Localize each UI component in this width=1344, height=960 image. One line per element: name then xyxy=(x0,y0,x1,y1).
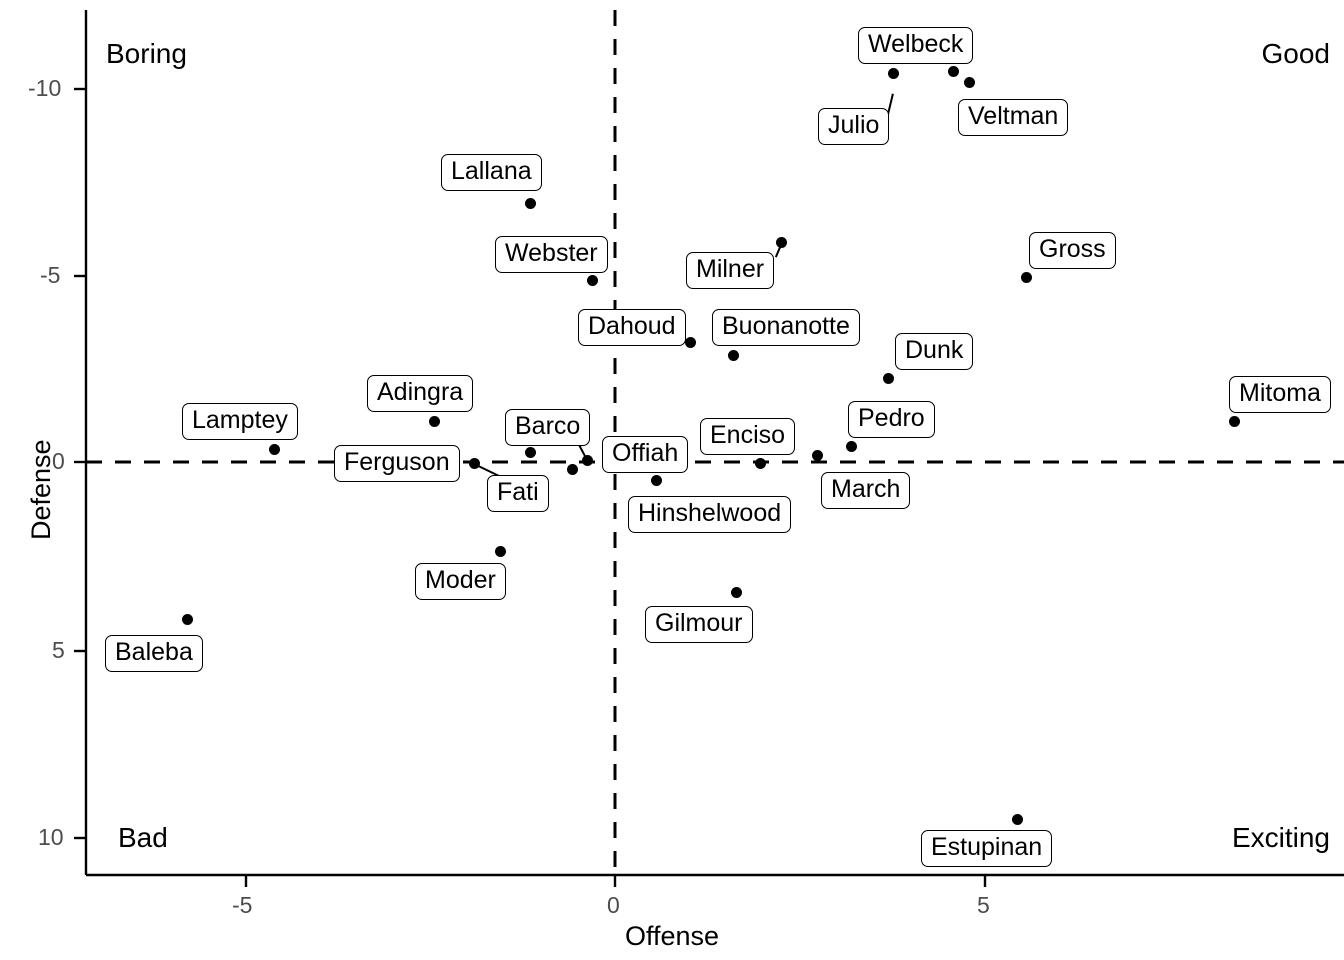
y-tick-label: 10 xyxy=(38,824,64,850)
point-label[interactable]: Gross xyxy=(1029,232,1116,269)
data-point[interactable] xyxy=(845,441,857,453)
y-tick-label: -5 xyxy=(40,262,61,288)
quadrant-label-bad: Bad xyxy=(118,822,168,853)
data-point[interactable] xyxy=(182,613,194,625)
point-label[interactable]: Enciso xyxy=(700,418,796,455)
point-label[interactable]: Milner xyxy=(686,252,775,289)
point-label[interactable]: Lallana xyxy=(441,154,542,191)
point-label[interactable]: Adingra xyxy=(367,375,474,412)
data-point[interactable] xyxy=(947,66,959,78)
data-point[interactable] xyxy=(964,77,976,89)
x-tick-label: 0 xyxy=(607,892,620,918)
point-label[interactable]: Veltman xyxy=(958,99,1069,136)
x-tick-label: 5 xyxy=(977,892,990,918)
point-label[interactable]: Buonanotte xyxy=(712,309,860,346)
data-point[interactable] xyxy=(887,67,899,79)
x-axis-title: Offense xyxy=(624,921,720,951)
point-label[interactable]: Gilmour xyxy=(645,606,753,643)
point-label[interactable]: Baleba xyxy=(105,635,203,672)
data-point[interactable] xyxy=(1011,813,1023,825)
y-tick-label: 0 xyxy=(52,448,65,474)
x-axis-ticks xyxy=(244,875,987,887)
point-label[interactable]: Estupinan xyxy=(921,830,1053,867)
data-point[interactable] xyxy=(812,450,824,462)
y-tick-label: 5 xyxy=(52,637,65,663)
point-label[interactable]: Welbeck xyxy=(858,27,974,64)
data-point[interactable] xyxy=(495,546,507,558)
data-point[interactable] xyxy=(269,443,281,455)
point-label[interactable]: Moder xyxy=(415,563,506,600)
point-label[interactable]: Pedro xyxy=(848,401,935,438)
data-point[interactable] xyxy=(566,463,578,475)
data-point[interactable] xyxy=(587,274,599,286)
point-label[interactable]: Webster xyxy=(495,236,608,273)
data-point[interactable] xyxy=(730,586,742,598)
data-point[interactable] xyxy=(650,475,662,487)
point-label[interactable]: Barco xyxy=(505,409,591,446)
y-tick-label: -10 xyxy=(28,75,62,101)
point-label[interactable]: March xyxy=(821,472,911,509)
data-point[interactable] xyxy=(1020,271,1032,283)
point-label[interactable]: Dahoud xyxy=(578,309,686,346)
point-label[interactable]: Offiah xyxy=(602,436,689,473)
point-label[interactable]: Fati xyxy=(487,475,549,512)
point-label[interactable]: Lamptey xyxy=(182,403,298,440)
data-point[interactable] xyxy=(582,455,594,467)
data-point[interactable] xyxy=(754,458,766,470)
point-label[interactable]: Julio xyxy=(818,108,890,145)
point-label[interactable]: Ferguson xyxy=(334,445,460,482)
data-point[interactable] xyxy=(1228,415,1240,427)
data-point[interactable] xyxy=(727,349,739,361)
data-point[interactable] xyxy=(429,416,441,428)
point-label[interactable]: Mitoma xyxy=(1229,376,1331,413)
data-point[interactable] xyxy=(776,236,788,248)
data-point[interactable] xyxy=(525,197,537,209)
quadrant-label-good: Good xyxy=(1261,38,1331,69)
x-tick-label: -5 xyxy=(232,892,253,918)
point-label[interactable]: Hinshelwood xyxy=(628,496,792,533)
data-point[interactable] xyxy=(882,372,894,384)
data-point[interactable] xyxy=(524,447,536,459)
quadrant-label-boring: Boring xyxy=(106,38,187,69)
data-point[interactable] xyxy=(684,337,696,349)
quadrant-label-exciting: Exciting xyxy=(1231,822,1330,853)
y-axis-ticks xyxy=(74,87,86,840)
point-label[interactable]: Dunk xyxy=(895,333,974,370)
